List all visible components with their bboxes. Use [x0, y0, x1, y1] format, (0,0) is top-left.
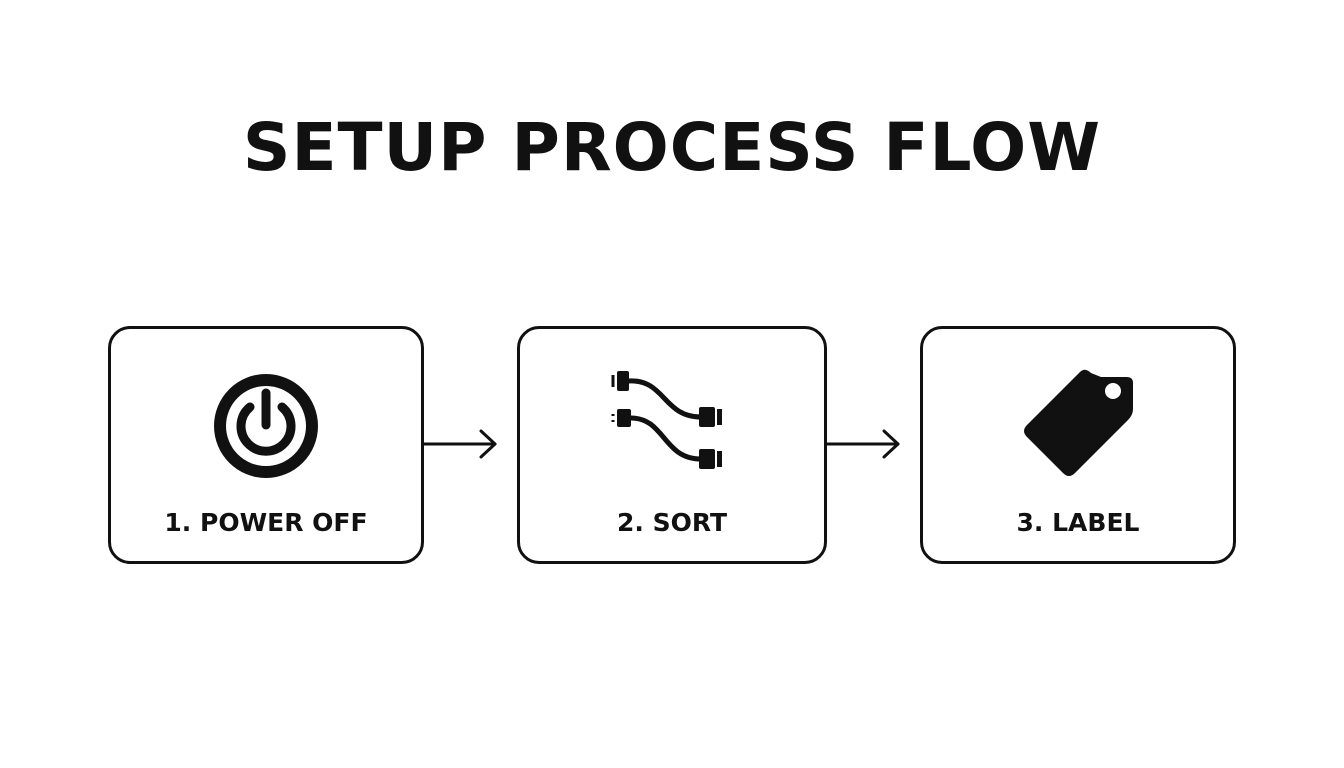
arrow-right-icon [423, 428, 503, 460]
diagram-title: SETUP PROCESS FLOW [242, 109, 1102, 186]
arrow-right-icon [826, 428, 906, 460]
step-label-cables: 3. LABEL [920, 326, 1236, 564]
step-label: 2. SORT [616, 508, 728, 537]
step-power-off: 1. POWER OFF [108, 326, 424, 564]
step-label: 1. POWER OFF [164, 508, 368, 537]
cables-icon [607, 361, 737, 491]
step-sort: 2. SORT [517, 326, 827, 564]
power-icon [201, 361, 331, 491]
step-label: 3. LABEL [1016, 508, 1140, 537]
tag-icon [1013, 361, 1143, 491]
